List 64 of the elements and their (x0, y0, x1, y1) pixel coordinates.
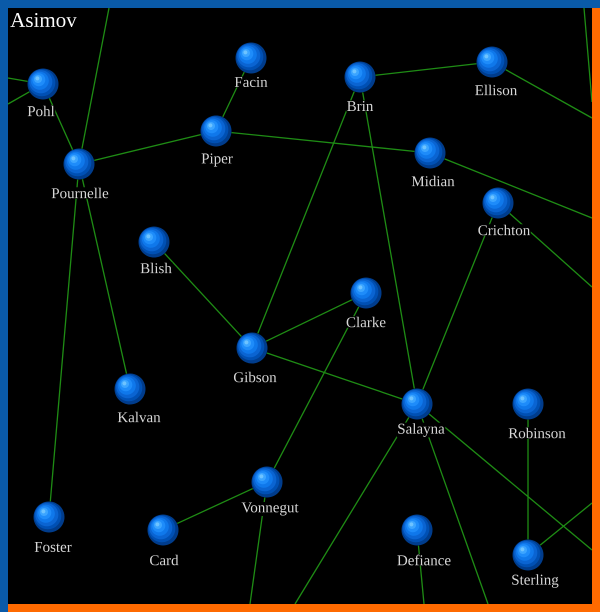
star-sphere (34, 502, 64, 532)
star-sphere (344, 62, 376, 92)
system-name: Piper (200, 152, 234, 168)
system-name: Robinson (508, 427, 566, 439)
system-name: Pohl (26, 105, 56, 117)
route-line (50, 180, 78, 502)
route-line (48, 98, 74, 150)
route-line (81, 8, 110, 149)
route-line (94, 134, 201, 161)
star-sphere (402, 514, 432, 546)
system-name: Brin (346, 100, 374, 112)
star-sphere (402, 388, 432, 420)
system-name: Midian (410, 175, 456, 187)
star-sphere (252, 466, 282, 498)
system-name: Clarke (346, 316, 386, 328)
route-line (8, 77, 28, 82)
route-line (527, 420, 529, 540)
star-sphere (476, 46, 508, 78)
route-line (422, 418, 489, 604)
route-line (266, 352, 402, 400)
system-name: Ellison (474, 84, 518, 96)
route-line (376, 63, 476, 76)
route-line (428, 414, 592, 550)
star-sphere (138, 226, 170, 258)
route-line (362, 92, 415, 389)
star-sphere (148, 514, 178, 546)
route-line (82, 179, 128, 374)
route-line (274, 306, 360, 468)
route-line (232, 132, 414, 152)
star-sphere (512, 388, 544, 420)
star-sphere (200, 116, 232, 146)
route-line (540, 502, 592, 546)
star-sphere (414, 138, 446, 168)
system-name: Sterling (510, 574, 560, 588)
map-title: Asimov (10, 12, 77, 28)
route-line (266, 299, 352, 342)
system-name: Card (148, 554, 180, 566)
system-name: Kalvan (116, 411, 162, 423)
route-line (164, 253, 242, 337)
route-line (257, 91, 355, 334)
star-sphere (482, 188, 514, 218)
system-name: Crichton (477, 224, 531, 236)
star-sphere (28, 68, 58, 100)
system-name: Foster (34, 542, 72, 552)
system-name: Salayna (396, 422, 446, 438)
route-line (444, 158, 592, 219)
route-line (176, 488, 254, 524)
star-sphere (64, 148, 94, 180)
system-name: Vonnegut (240, 502, 300, 516)
route-line (249, 497, 266, 604)
route-line (8, 91, 30, 105)
route-line (509, 212, 592, 288)
route-line (505, 69, 592, 119)
system-name: Defiance (396, 554, 452, 566)
star-sphere (512, 540, 544, 570)
route-line (422, 217, 493, 390)
star-sphere (236, 42, 266, 74)
star-sphere (236, 332, 268, 364)
system-name: Gibson (232, 371, 278, 383)
system-name: Pournelle (50, 187, 110, 199)
star-sphere (350, 278, 382, 308)
star-sphere (114, 374, 146, 404)
route-line (294, 417, 410, 604)
system-name: Blish (140, 262, 172, 274)
